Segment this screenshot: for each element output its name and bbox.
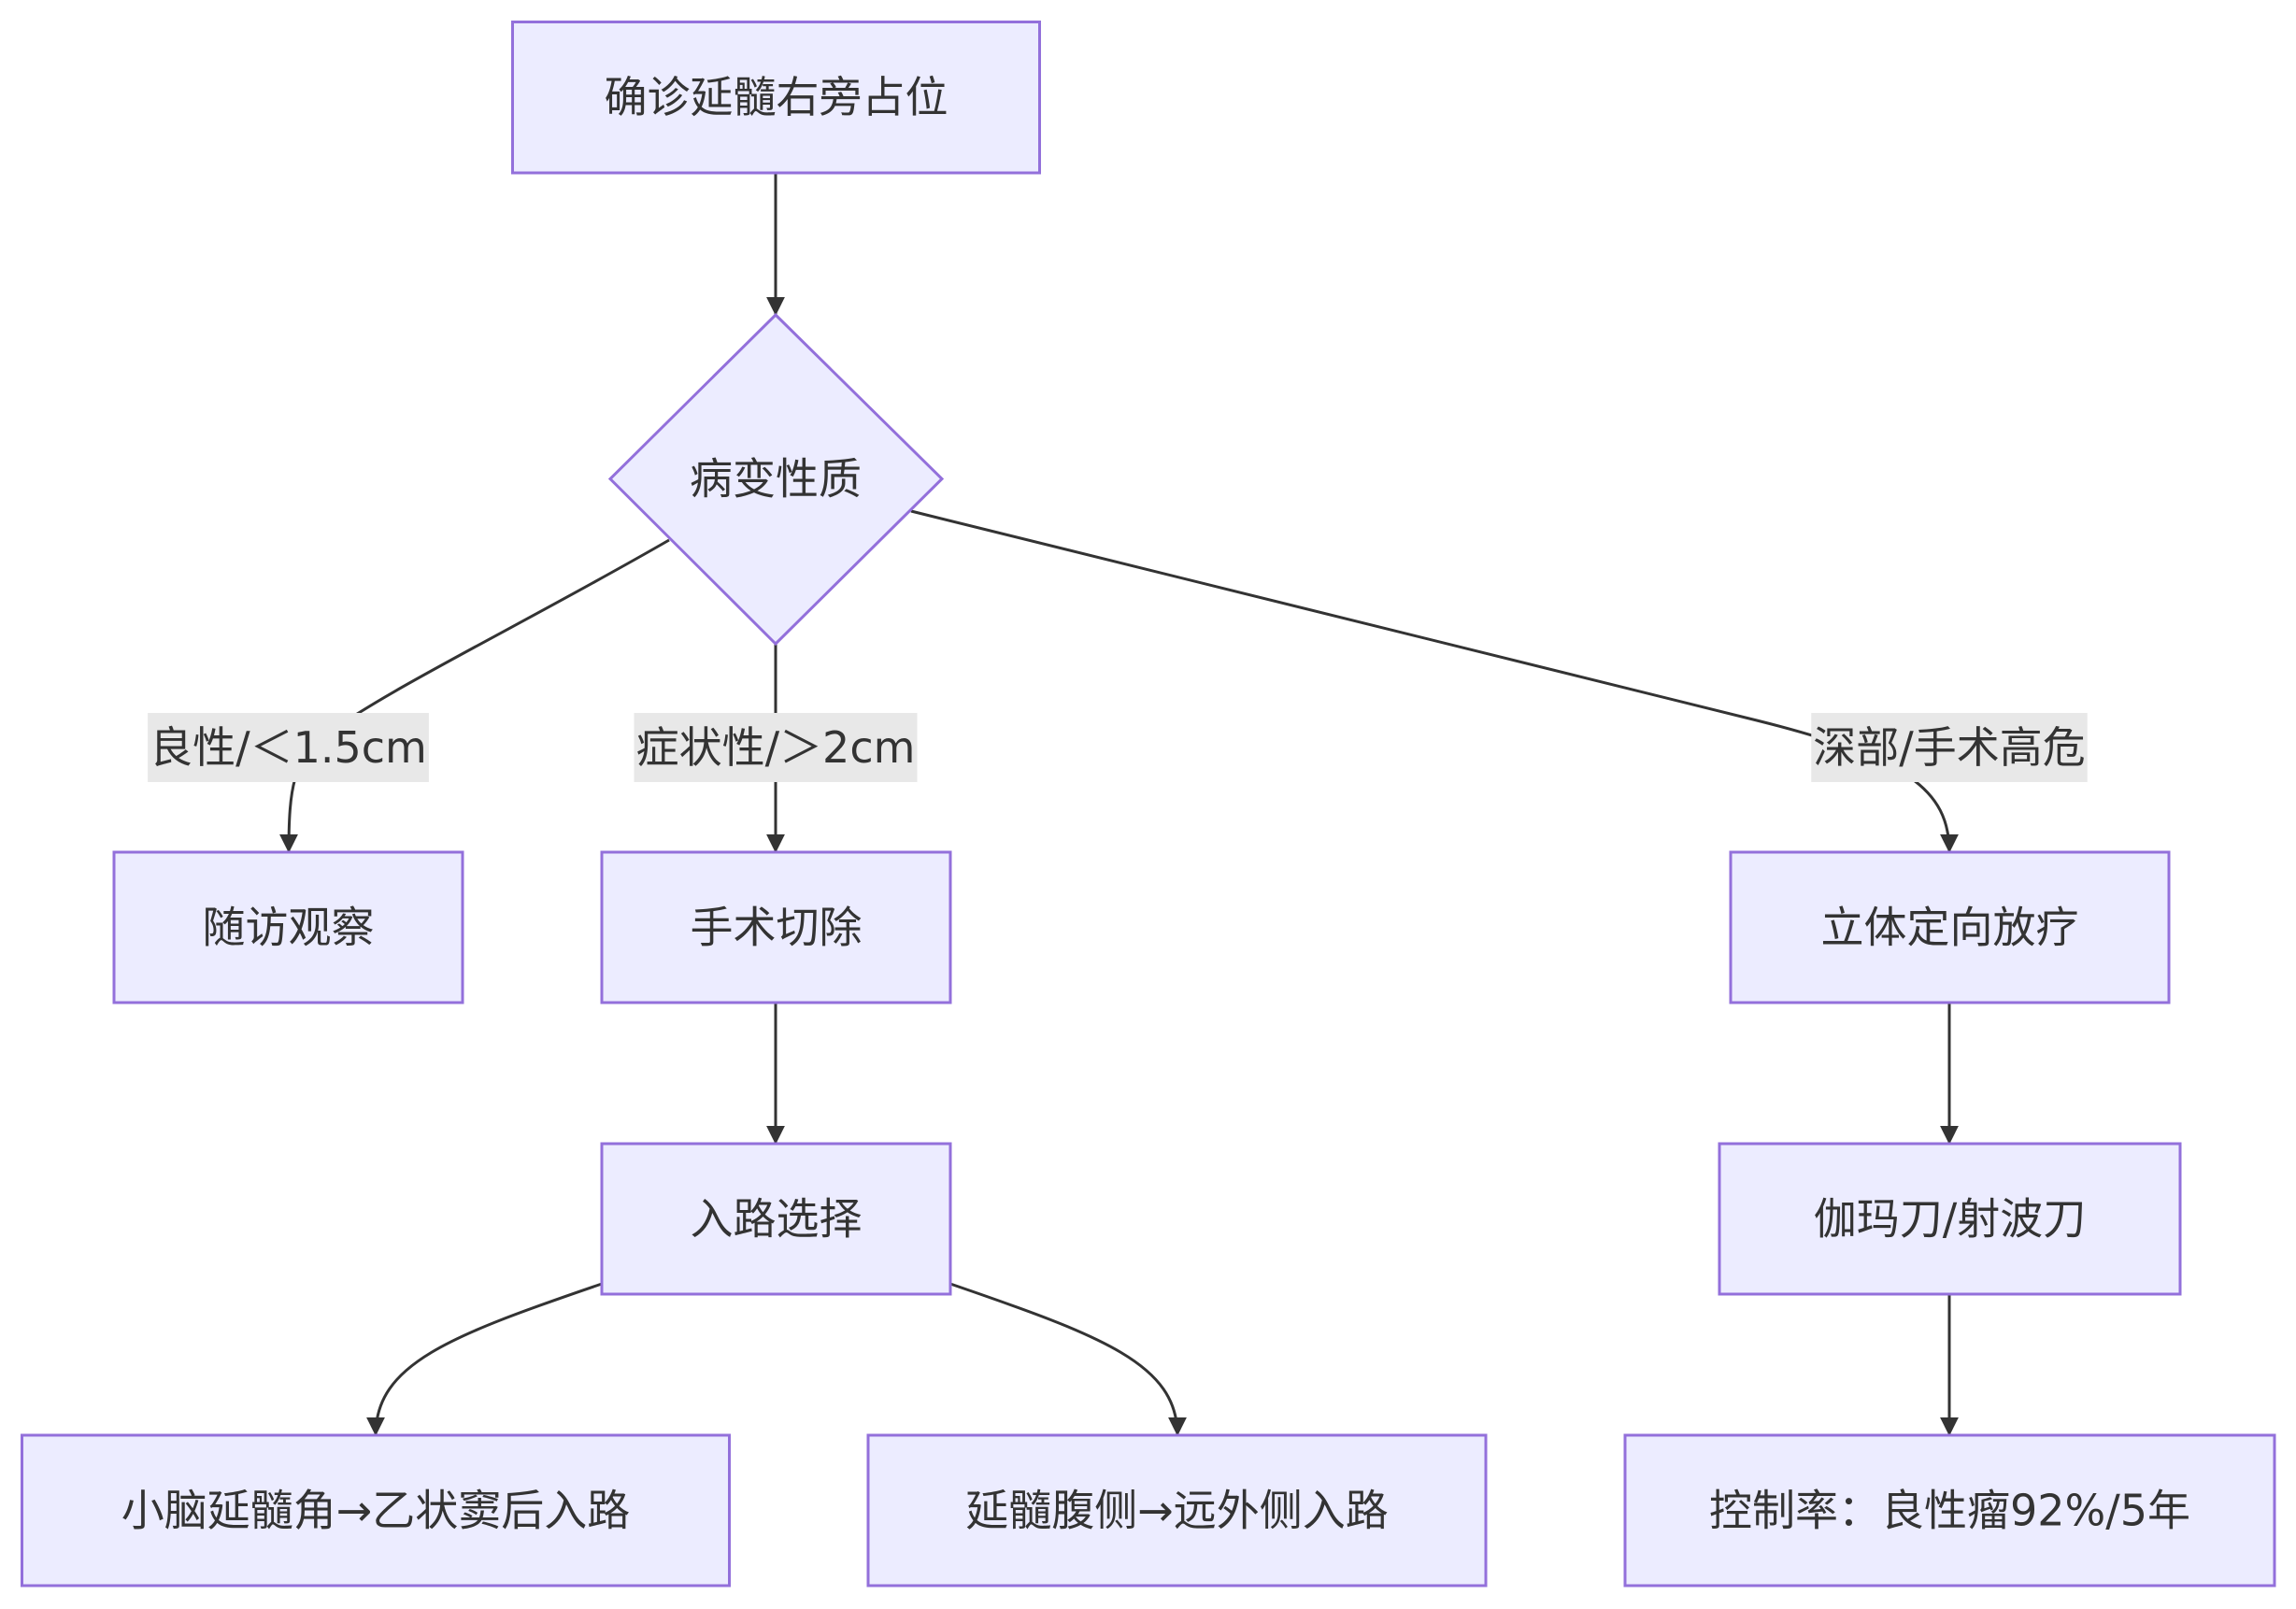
node-surgical-resection: 手术切除 <box>600 850 952 1004</box>
edge-nature-to-radiotherapy <box>910 509 1959 853</box>
decision-diamond <box>607 312 945 647</box>
edge-label-benign-bg <box>148 713 429 782</box>
node-far-lateral-approach-box <box>866 1433 1488 1588</box>
node-approach-selection-box <box>600 1142 952 1296</box>
edge-label-symptomatic-bg <box>634 713 918 782</box>
edge-label-symptomatic: 症状性/＞2cm <box>634 713 918 782</box>
node-follow-up-box <box>112 850 464 1004</box>
edge-label-benign-text: 良性/＜1.5cm <box>150 722 427 773</box>
node-approach-selection: 入路选择 <box>600 1142 952 1296</box>
node-surgical-resection-label: 手术切除 <box>691 903 863 953</box>
node-surgical-resection-box <box>600 850 952 1004</box>
edge-label-benign: 良性/＜1.5cm <box>148 713 429 782</box>
edge-label-deep-high-risk-text: 深部/手术高危 <box>1813 722 2086 773</box>
node-stereotactic-radiotherapy: 立体定向放疗 <box>1729 850 2171 1004</box>
node-follow-up: 随访观察 <box>112 850 464 1004</box>
edge-label-deep-high-risk-bg <box>1811 713 2088 782</box>
edge-label-symptomatic-text: 症状性/＞2cm <box>636 722 916 773</box>
node-gamma-cyber-knife: 伽玛刀/射波刀 <box>1718 1142 2182 1296</box>
node-gamma-cyber-knife-label: 伽玛刀/射波刀 <box>1814 1194 2087 1245</box>
node-follow-up-label: 随访观察 <box>203 903 375 953</box>
edge-label-deep-high-risk: 深部/手术高危 <box>1811 713 2088 782</box>
node-retrosigmoid-approach-box <box>21 1433 731 1588</box>
node-confirmed-lesion: 确诊延髓右旁占位 <box>511 21 1041 175</box>
node-far-lateral-approach: 延髓腹侧→远外侧入路 <box>866 1433 1488 1588</box>
node-confirmed-lesion-box <box>511 21 1041 175</box>
node-gamma-cyber-knife-box <box>1718 1142 2182 1296</box>
node-approach-selection-label: 入路选择 <box>691 1194 863 1245</box>
node-confirmed-lesion-label: 确诊延髓右旁占位 <box>605 72 948 122</box>
node-stereotactic-radiotherapy-label: 立体定向放疗 <box>1821 903 2079 953</box>
node-lesion-nature-decision: 病变性质 <box>607 312 945 647</box>
node-retrosigmoid-approach: 小脑延髓角→乙状窦后入路 <box>21 1433 731 1588</box>
edges <box>279 173 1959 1436</box>
node-stereotactic-radiotherapy-box <box>1729 850 2171 1004</box>
node-control-rate-box <box>1623 1433 2276 1588</box>
node-retrosigmoid-approach-label: 小脑延髓角→乙状窦后入路 <box>121 1486 631 1536</box>
edge-approach-to-far-lateral <box>949 1282 1187 1436</box>
edge-approach-to-retrosigmoid <box>366 1282 603 1436</box>
node-far-lateral-approach-label: 延髓腹侧→远外侧入路 <box>965 1486 1389 1536</box>
node-control-rate: 控制率：良性瘤92%/5年 <box>1623 1433 2276 1588</box>
edge-nature-to-follow-up <box>279 538 670 853</box>
node-control-rate-label: 控制率：良性瘤92%/5年 <box>1709 1486 2190 1536</box>
node-lesion-nature-label: 病变性质 <box>690 454 862 505</box>
